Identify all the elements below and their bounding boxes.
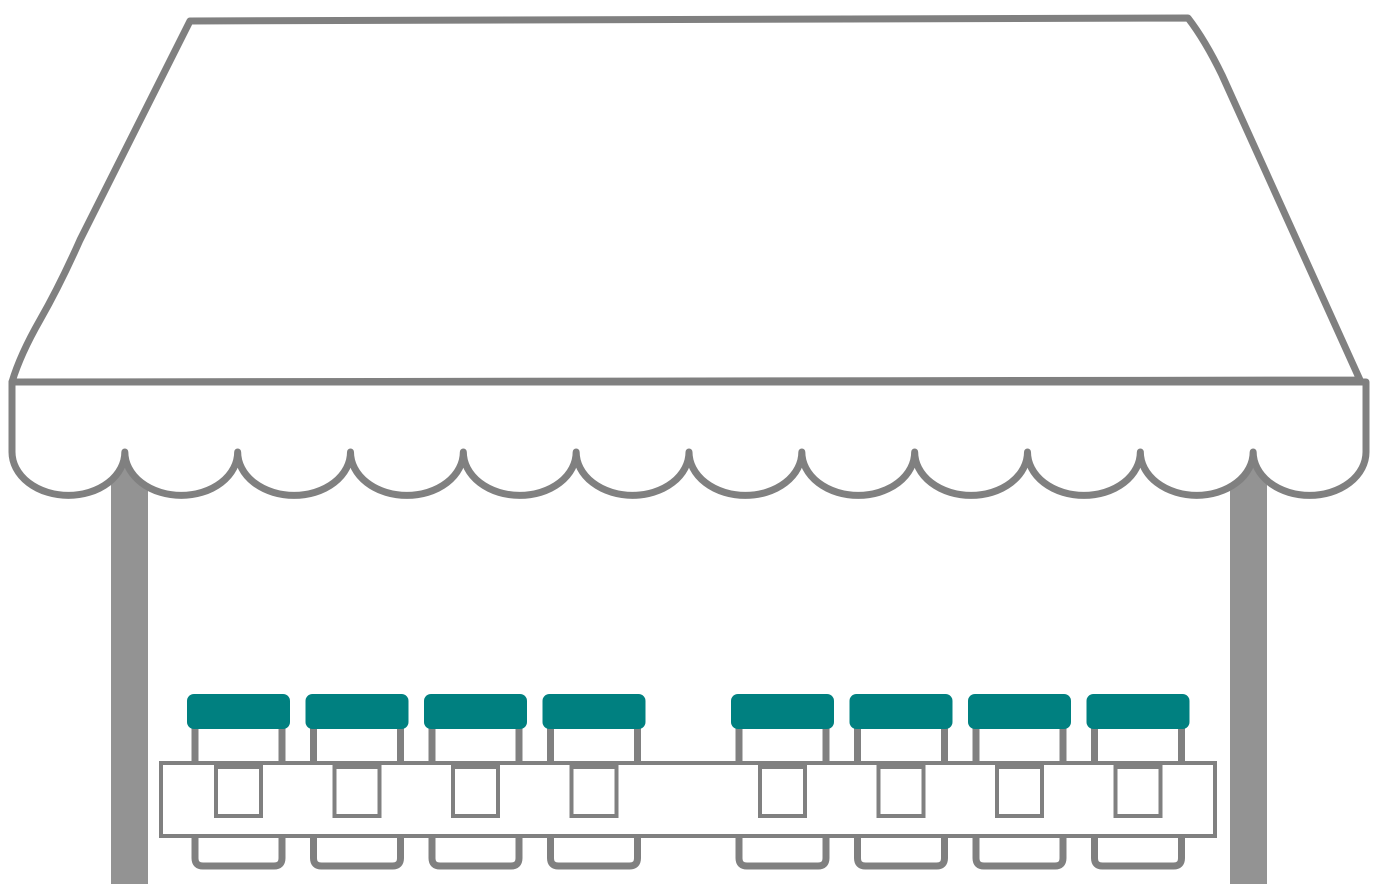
awning-valance: [8, 378, 1370, 499]
jar-label: [451, 765, 500, 818]
jar-lid: [187, 694, 290, 729]
right-post: [1230, 450, 1267, 884]
jar-label: [1113, 765, 1163, 818]
jar-label: [569, 765, 619, 818]
awning-roof: [8, 14, 1364, 386]
jar-label: [758, 765, 807, 818]
jar-label: [876, 765, 926, 818]
jar-label: [332, 765, 382, 818]
jar-lid: [542, 694, 646, 729]
jar-label: [214, 765, 263, 818]
jar-lid: [1086, 694, 1190, 729]
left-post: [111, 450, 148, 884]
jar-lid: [305, 694, 409, 729]
jar-lid: [968, 694, 1071, 729]
jar-lid: [424, 694, 527, 729]
jar-label: [995, 765, 1044, 818]
jar-lid: [849, 694, 953, 729]
shelf-board: [159, 761, 1217, 838]
jar-lid: [731, 694, 834, 729]
jar-labels: [214, 765, 1163, 818]
